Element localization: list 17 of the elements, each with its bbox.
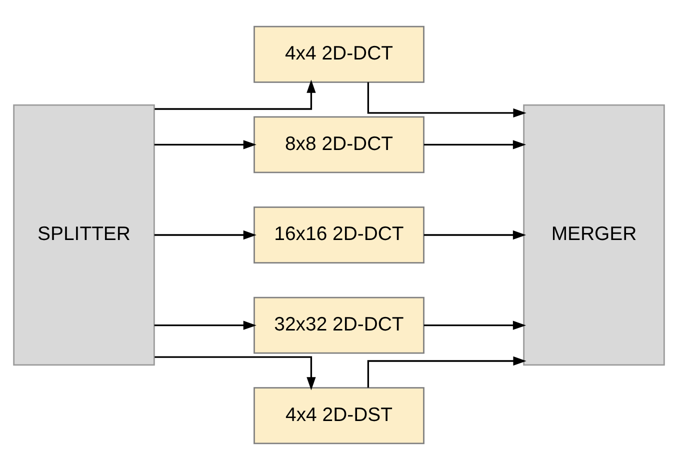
node-box: 4x4 2D-DCT xyxy=(254,26,424,83)
arrow xyxy=(424,320,526,330)
arrow xyxy=(424,230,526,240)
arrow xyxy=(154,230,256,240)
arrow xyxy=(424,140,526,150)
node-box: 16x16 2D-DCT xyxy=(254,206,424,264)
arrow xyxy=(154,320,256,330)
node-box: 8x8 2D-DCT xyxy=(254,116,424,174)
arrow xyxy=(154,356,316,390)
arrow xyxy=(367,82,526,118)
arrow xyxy=(154,140,256,150)
arrow xyxy=(154,80,316,110)
node-box: 32x32 2D-DCT xyxy=(254,296,424,354)
arrow xyxy=(367,356,526,388)
node-box: SPLITTER xyxy=(13,104,155,366)
node-box: MERGER xyxy=(523,104,665,366)
node-box: 4x4 2D-DST xyxy=(254,387,424,444)
